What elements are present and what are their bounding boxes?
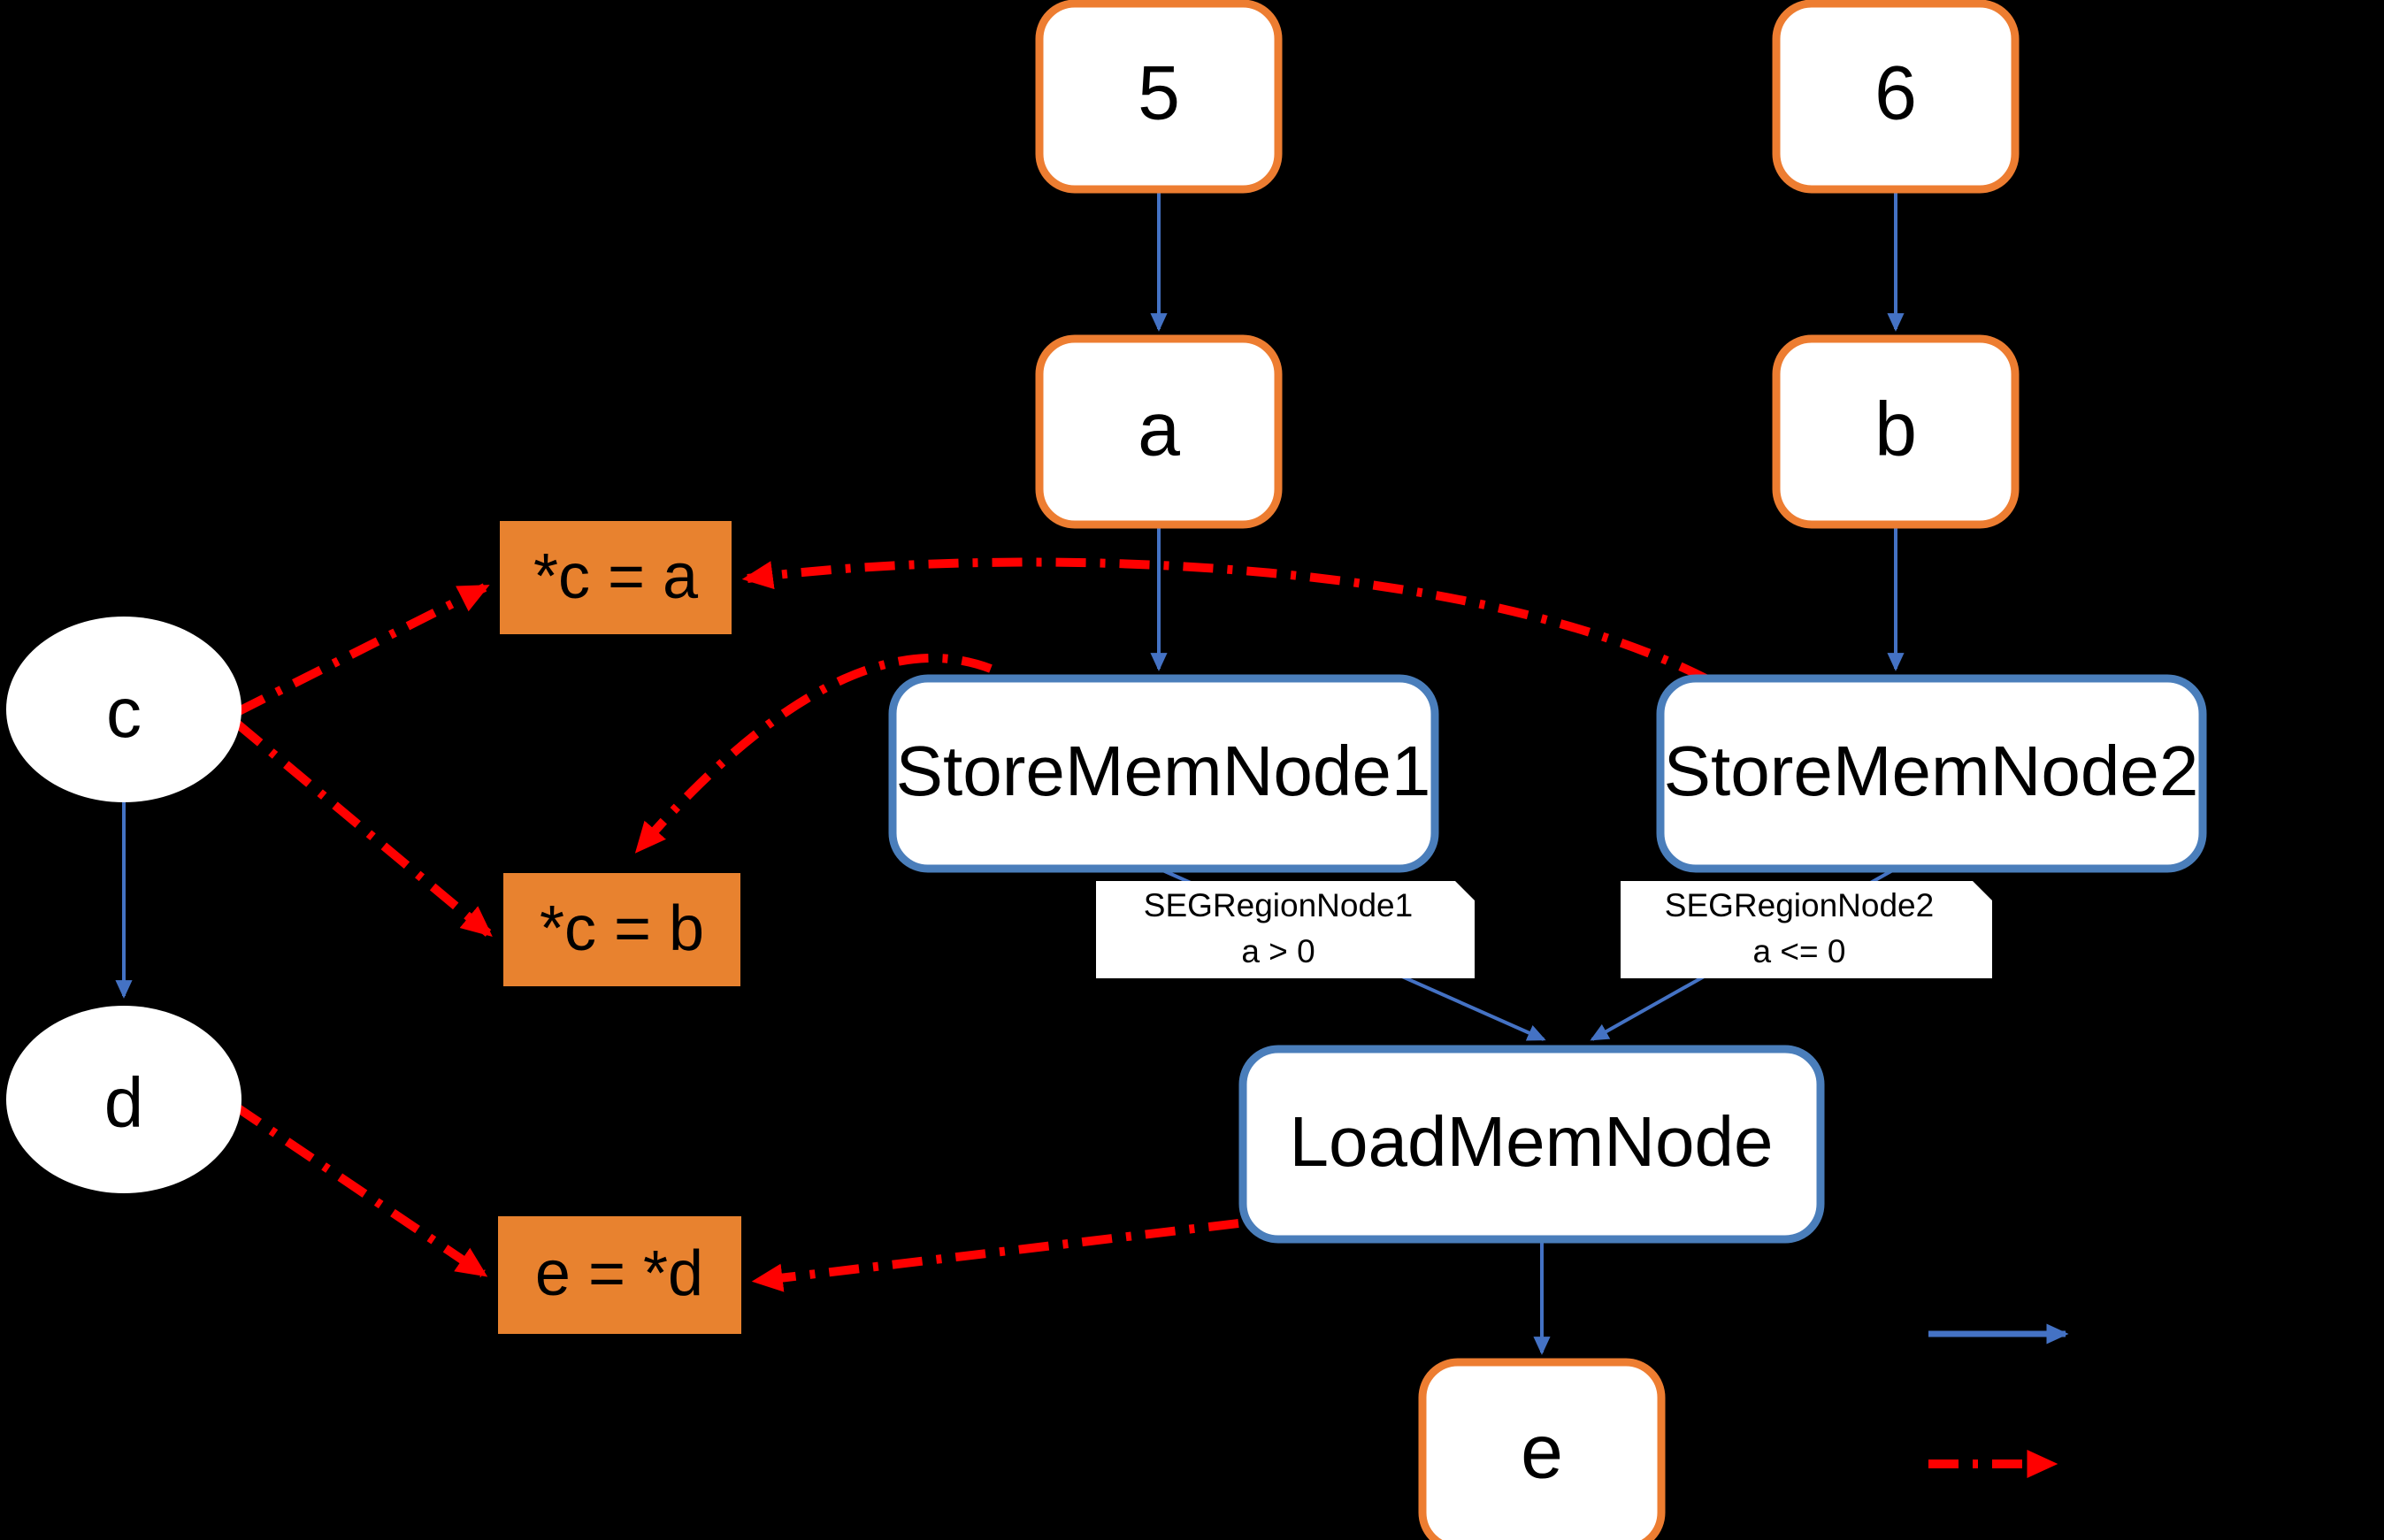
node-var-b[interactable]: b bbox=[1772, 334, 2020, 529]
edge-tag-seg-region-node-2[interactable]: SEGRegionNode2 a <= 0 bbox=[1621, 881, 1992, 978]
seg-region-node-1-condition: a > 0 bbox=[1241, 933, 1315, 969]
statement-store-a[interactable]: *c = a bbox=[500, 521, 732, 634]
seg-region-node-1-shape[interactable] bbox=[1096, 881, 1475, 978]
pointer-d-label: d bbox=[104, 1063, 144, 1142]
store-mem-node-1-shape[interactable] bbox=[888, 674, 1439, 873]
dep-edge-store2-to-store-a bbox=[741, 557, 1710, 684]
var-b-label: b bbox=[1874, 387, 1917, 472]
node-load-mem-node[interactable]: LoadMemNode bbox=[1238, 1045, 1825, 1244]
var-a-shape[interactable] bbox=[1035, 334, 1283, 529]
legend bbox=[1928, 1323, 2069, 1479]
dep-edge-store1-to-store-b bbox=[634, 653, 993, 854]
const-5-label: 5 bbox=[1138, 51, 1180, 136]
dep-edge-c-to-store-b bbox=[234, 720, 493, 938]
node-pointer-d[interactable]: d bbox=[6, 1006, 241, 1193]
const-6-shape[interactable] bbox=[1772, 0, 2020, 194]
statement-store-b-label: *c = b bbox=[540, 893, 704, 964]
seg-region-node-1-title: SEGRegionNode1 bbox=[1144, 887, 1413, 923]
store-mem-node-1-label: StoreMemNode1 bbox=[896, 732, 1431, 810]
dep-edge-d-to-load-d bbox=[232, 1101, 488, 1278]
node-var-e[interactable]: e bbox=[1418, 1358, 1666, 1540]
seg-region-node-2-title: SEGRegionNode2 bbox=[1665, 887, 1934, 923]
statement-store-b-shape[interactable] bbox=[503, 873, 740, 986]
statement-store-b[interactable]: *c = b bbox=[503, 873, 740, 986]
var-e-label: e bbox=[1521, 1410, 1563, 1495]
node-store-mem-node-1[interactable]: StoreMemNode1 bbox=[888, 674, 1439, 873]
var-b-shape[interactable] bbox=[1772, 334, 2020, 529]
node-pointer-c[interactable]: c bbox=[6, 617, 241, 802]
statement-load-d-shape[interactable] bbox=[498, 1216, 741, 1334]
pointer-d-shape[interactable] bbox=[6, 1006, 241, 1193]
var-e-shape[interactable] bbox=[1418, 1358, 1666, 1540]
node-var-a[interactable]: a bbox=[1035, 334, 1283, 529]
const-6-label: 6 bbox=[1874, 51, 1917, 136]
node-const-5[interactable]: 5 bbox=[1035, 0, 1283, 194]
pointer-c-shape[interactable] bbox=[6, 617, 241, 802]
edge-tag-seg-region-node-1[interactable]: SEGRegionNode1 a > 0 bbox=[1096, 881, 1475, 978]
load-mem-node-shape[interactable] bbox=[1238, 1045, 1825, 1244]
dependence-edges-group bbox=[232, 557, 1710, 1292]
pointer-c-label: c bbox=[106, 673, 142, 752]
seg-region-node-2-condition: a <= 0 bbox=[1753, 933, 1846, 969]
dep-edge-load-to-load-d bbox=[751, 1219, 1239, 1292]
node-store-mem-node-2[interactable]: StoreMemNode2 bbox=[1656, 674, 2207, 873]
const-5-shape[interactable] bbox=[1035, 0, 1283, 194]
seg-region-node-2-shape[interactable] bbox=[1621, 881, 1992, 978]
statement-store-a-label: *c = a bbox=[533, 541, 699, 612]
load-mem-node-label: LoadMemNode bbox=[1290, 1102, 1774, 1181]
store-mem-node-2-label: StoreMemNode2 bbox=[1664, 732, 2199, 810]
statement-load-d-label: e = *d bbox=[535, 1238, 703, 1309]
var-a-label: a bbox=[1138, 387, 1180, 472]
node-const-6[interactable]: 6 bbox=[1772, 0, 2020, 194]
store-mem-node-2-shape[interactable] bbox=[1656, 674, 2207, 873]
dep-edge-c-to-store-a bbox=[234, 583, 490, 716]
statement-store-a-shape[interactable] bbox=[500, 521, 732, 634]
statement-load-d[interactable]: e = *d bbox=[498, 1216, 741, 1334]
